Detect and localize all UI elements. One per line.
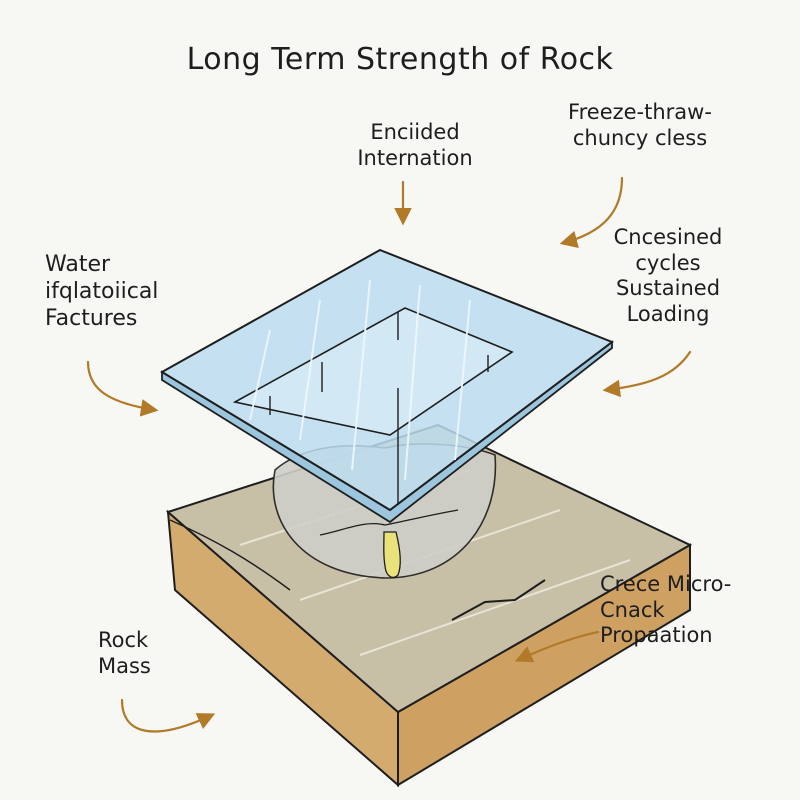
bulb-crack [319, 509, 459, 536]
arrow-freeze [559, 176, 624, 248]
arrow-rock [120, 698, 216, 733]
arrow-micro [514, 630, 600, 663]
label-encircled-internation: Enciided Internation [357, 120, 473, 170]
left-fracture-line [169, 519, 291, 591]
label-freeze-thaw: Freeze-thraw- chuncy cless [568, 100, 712, 150]
water-drip [383, 531, 401, 578]
arrow-water [86, 360, 159, 417]
arrow-sustained [602, 350, 692, 398]
micro-crack-line [451, 579, 546, 621]
label-water-factures: Water ifqlatoiical Factures [45, 252, 159, 331]
glass-streaks [249, 279, 471, 481]
label-rock-mass: Rock Mass [98, 628, 151, 678]
diagram-title: Long Term Strength of Rock [186, 42, 614, 77]
stress-lines [269, 312, 489, 505]
label-micro-crack: Crece Micro- Cnack Propaation [600, 572, 732, 648]
annotation-arrows [86, 176, 692, 733]
label-sustained-loading: Cncesined cycles Sustained Loading [613, 225, 723, 326]
glass-plate [160, 248, 615, 524]
